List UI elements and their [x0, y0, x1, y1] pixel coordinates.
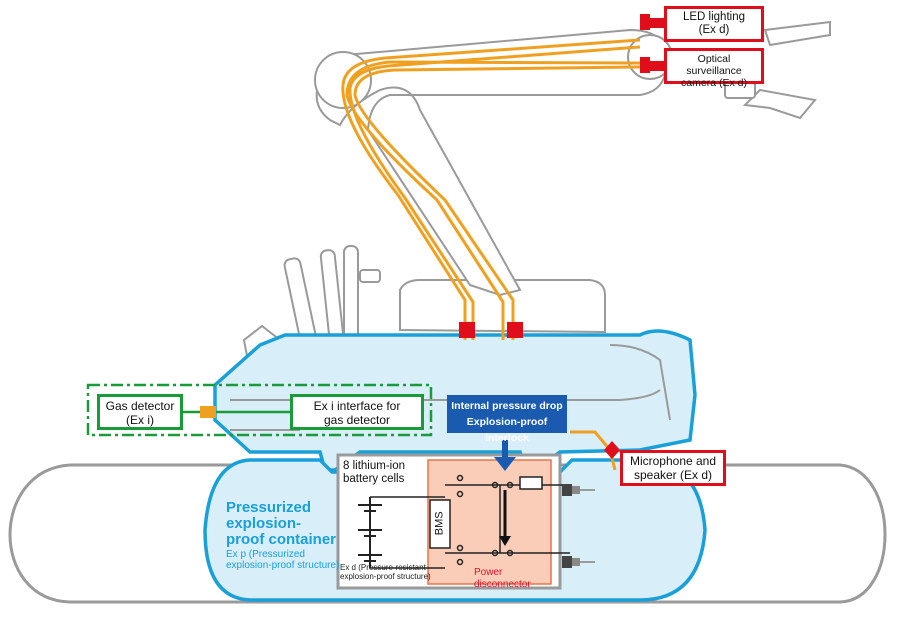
gas-detector-connector	[200, 406, 216, 418]
ex-d-note-label: Ex d (Pressure-resistant explosion-proof…	[340, 563, 431, 582]
pressurized-container-subtitle: Ex p (Pressurized explosion-proof struct…	[226, 549, 340, 571]
exi-interface-label: Ex i interface for gas detector	[290, 394, 424, 430]
battery-cells-label: 8 lithium-ion battery cells	[343, 460, 405, 486]
body-detail-lines	[230, 344, 671, 431]
power-disconnector-label: Power disconnector	[474, 567, 531, 590]
gripper	[724, 20, 831, 120]
circuit-wiring	[370, 474, 570, 569]
arm-tip-connectors	[640, 14, 664, 73]
microphone-label: Microphone and speaker (Ex d)	[620, 450, 726, 486]
interlock-label: Internal pressure drop Explosion-proof i…	[447, 395, 567, 444]
bms-label: BMS	[433, 511, 446, 536]
interlock-line-1: Internal pressure drop	[451, 400, 563, 412]
arm-cables	[341, 38, 641, 340]
interlock-line-2: Explosion-proof interlock	[466, 415, 548, 444]
pressurized-container-title: Pressurized explosion- proof container	[226, 499, 337, 548]
ex-i-zone	[86, 383, 433, 437]
body-connectors	[459, 322, 523, 338]
led-lighting-label: LED lighting (Ex d)	[664, 6, 764, 42]
microphone-connector	[604, 441, 620, 459]
bms-box	[429, 499, 451, 549]
interlock-arrow	[494, 440, 516, 546]
battery-cells-symbol	[358, 497, 382, 568]
crawler-track	[8, 463, 887, 604]
optical-camera-label: Optical surveillance camera (Ex d)	[664, 48, 764, 89]
output-connectors	[562, 484, 595, 568]
gas-detector-label: Gas detector (Ex i)	[97, 394, 183, 430]
arm-cables-inner	[345, 45, 641, 340]
microphone-cable	[570, 430, 617, 471]
